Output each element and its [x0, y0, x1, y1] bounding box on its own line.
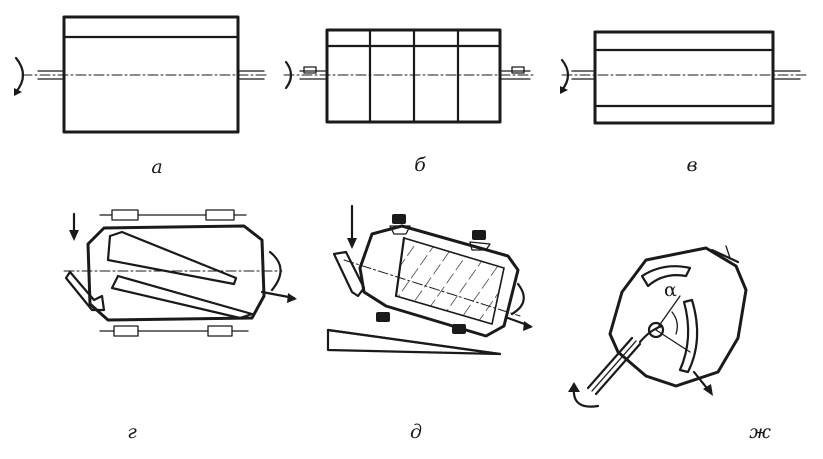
drum-g — [63, 209, 297, 337]
drum-a — [14, 15, 269, 134]
label-panel-g: г — [127, 421, 137, 443]
rotation-arrow-icon — [268, 250, 282, 292]
drum-b — [283, 28, 535, 124]
drum-v — [560, 30, 809, 125]
label-panel-d: д — [409, 421, 423, 443]
rotation-arrow-icon — [284, 60, 293, 90]
drum-d — [326, 204, 533, 356]
label-panel-a: а — [151, 156, 163, 178]
drum-zh: α — [568, 245, 748, 408]
rotation-arrow-icon — [14, 56, 25, 94]
label-panel-b: б — [414, 154, 426, 176]
rotation-arrow-icon — [560, 58, 570, 92]
label-panel-v: в — [686, 154, 698, 176]
label-panel-zh: ж — [749, 421, 771, 443]
rotation-arrow-icon — [510, 282, 525, 316]
angle-symbol: α — [664, 279, 677, 301]
